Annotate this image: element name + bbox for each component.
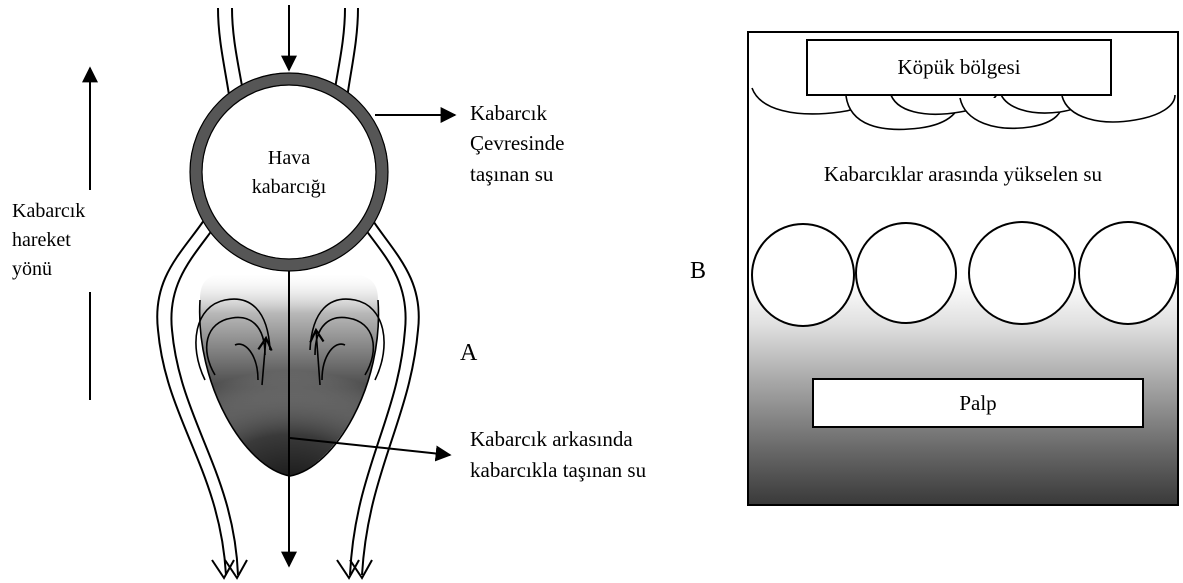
rising-water-label: Kabarcıklar arasında yükselen su [824,162,1103,186]
froth-zone-label: Köpük bölgesi [897,55,1020,79]
rising-bubble [1079,222,1177,324]
panel-b-letter: B [690,258,706,284]
panel-a-letter: A [460,340,478,366]
wake-water-label-line1: Kabarcık arkasında [470,427,633,451]
panel-b: Köpük bölgesi Kabarcıklar arasında yükse… [748,32,1178,505]
wake-water-label-line2: kabarcıkla taşınan su [470,458,647,482]
bubble-label-line2: kabarcığı [252,176,327,198]
bubble-label-line1: Hava [268,147,310,169]
surround-water-label-line3: taşınan su [470,162,554,186]
rising-bubble [856,223,956,323]
panel-a: Hava kabarcığı Kabarcık hareket yönü Kab… [12,5,647,578]
rising-bubble [752,224,854,326]
motion-label-line3: yönü [12,258,52,280]
rising-bubble [969,222,1075,324]
surround-water-label-line2: Çevresinde [470,131,564,155]
pulp-label: Palp [959,391,996,415]
surround-water-label-line1: Kabarcık [470,101,547,125]
air-bubble [196,79,382,265]
streamline-arrowheads [212,560,372,578]
motion-label-line2: hareket [12,229,71,251]
motion-label-line1: Kabarcık [12,200,85,222]
